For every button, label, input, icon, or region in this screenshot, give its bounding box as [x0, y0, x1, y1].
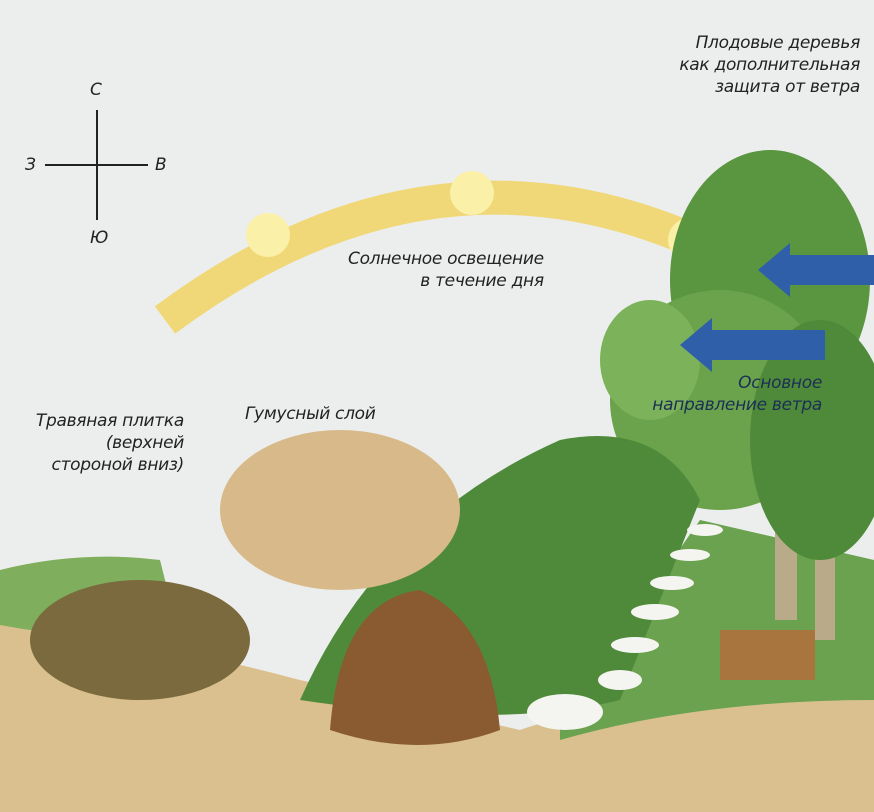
label-line: (верхней	[105, 433, 184, 453]
compass-north: С	[90, 80, 102, 100]
grass-tile-mound	[30, 580, 250, 700]
bed-cross-section	[330, 590, 500, 745]
label-line: Солнечное освещение	[348, 249, 544, 269]
wind-arrow-icon	[680, 243, 874, 372]
label-line: Плодовые деревья	[695, 33, 861, 53]
wind-label: Основное направление ветра	[652, 372, 822, 416]
label-line: в течение дня	[420, 271, 544, 291]
stepping-stones	[527, 524, 723, 730]
label-line: Травяная плитка	[35, 411, 184, 431]
label-line: как дополнительная	[679, 55, 860, 75]
sun-icon	[246, 213, 290, 257]
compass-icon	[45, 110, 148, 220]
label-line: Основное	[738, 373, 822, 393]
humus-mound	[220, 430, 460, 590]
compass-south: Ю	[90, 228, 109, 248]
humus-label: Гумусный слой	[245, 404, 376, 424]
compass-west: З	[25, 155, 36, 175]
grass-tile-label: Травяная плитка (верхней стороной вниз)	[12, 410, 184, 476]
fruit-trees-label: Плодовые деревья как дополнительная защи…	[679, 32, 860, 98]
label-line: стороной вниз)	[51, 455, 185, 475]
harvest-crate	[720, 630, 815, 680]
sun-path-arc	[154, 180, 687, 334]
sun-icon	[450, 171, 494, 215]
compass-east: В	[155, 155, 167, 175]
sunlight-label: Солнечное освещение в течение дня	[348, 248, 544, 292]
label-line: направление ветра	[652, 395, 822, 415]
label-line: защита от ветра	[714, 77, 860, 97]
